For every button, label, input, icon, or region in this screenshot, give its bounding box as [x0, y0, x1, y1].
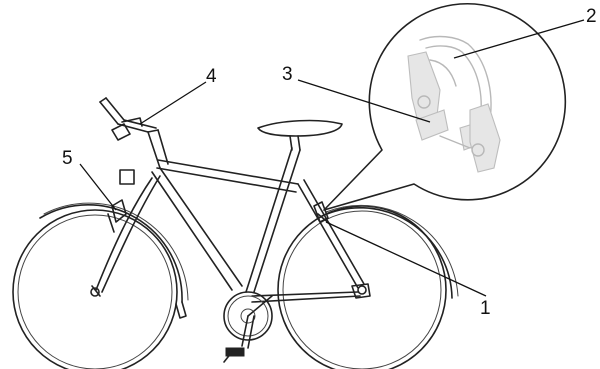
saddle	[258, 121, 342, 150]
brake-caliper-detail	[408, 37, 500, 172]
callout-labels: 1 2 3 4 5	[62, 6, 597, 319]
callout-4: 4	[206, 66, 217, 87]
crankset	[224, 292, 272, 362]
callout-3: 3	[282, 64, 293, 85]
leader-4	[140, 82, 206, 124]
leader-3	[298, 80, 430, 122]
callout-2: 2	[586, 6, 597, 27]
callout-5: 5	[62, 148, 73, 169]
front-wheel	[13, 203, 188, 369]
leader-lines	[80, 20, 584, 296]
leader-2	[454, 20, 584, 58]
callout-1: 1	[480, 298, 491, 319]
detail-magnifier	[324, 4, 565, 210]
